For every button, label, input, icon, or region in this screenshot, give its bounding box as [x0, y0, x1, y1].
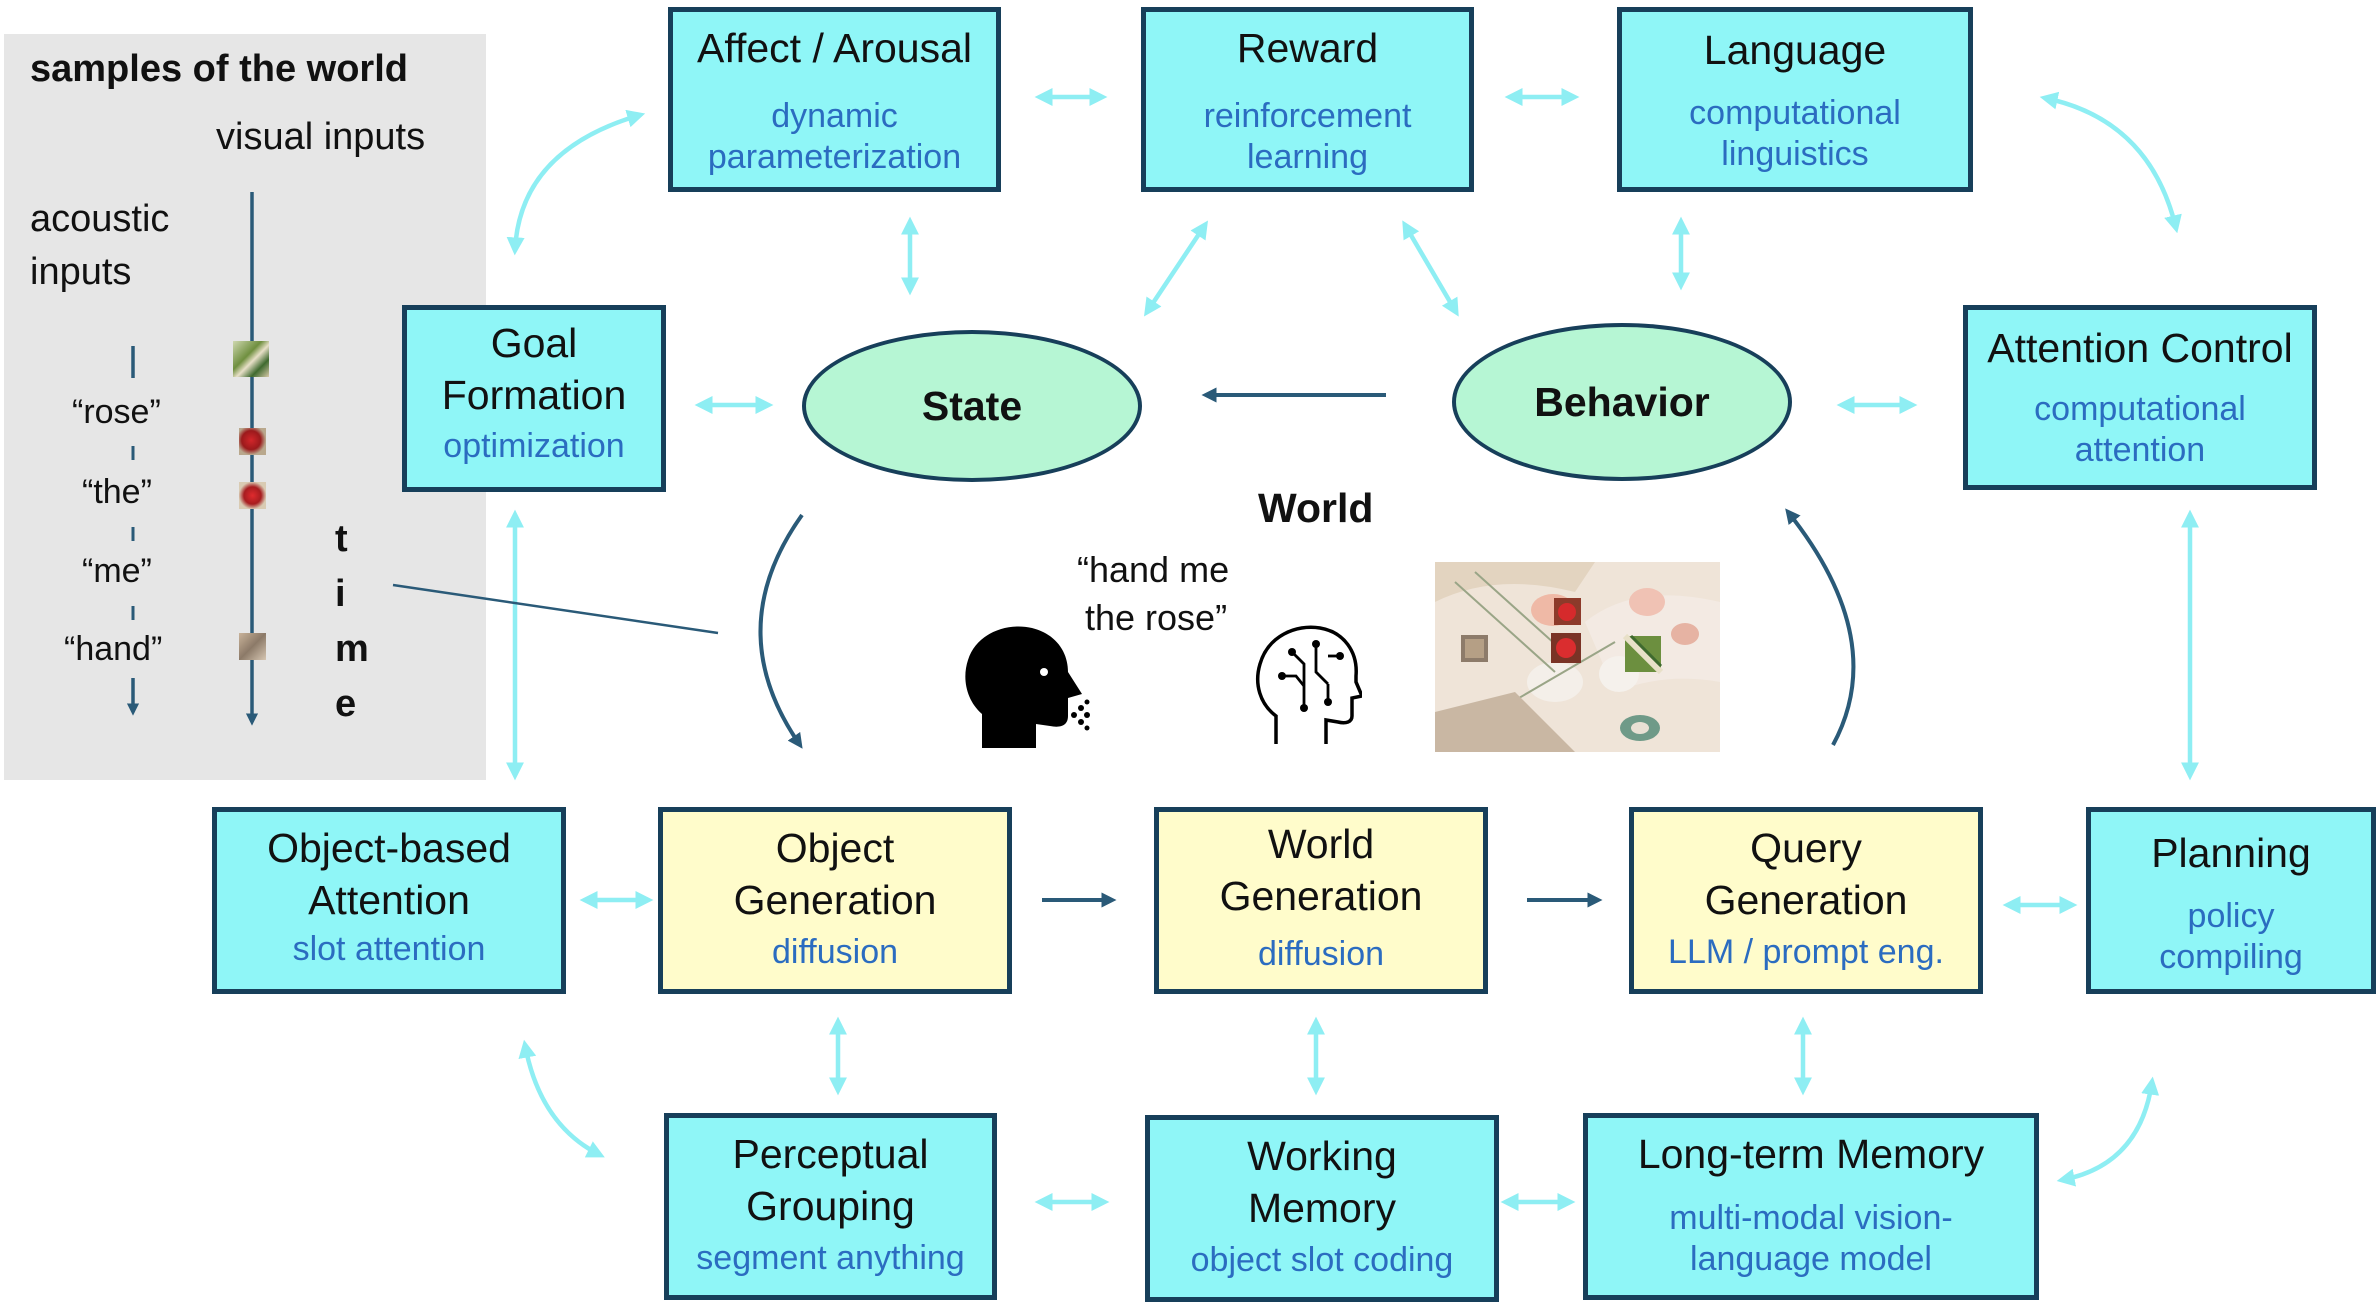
link-goal-affect [506, 109, 646, 256]
object-generation-box[interactable]: Object Generation diffusion [658, 807, 1012, 994]
query-generation-title-1: Query [1750, 825, 1862, 871]
affect-arousal-title: Affect / Arousal [696, 25, 972, 71]
perceptual-grouping-box[interactable]: Perceptual Grouping segment anything [664, 1113, 997, 1300]
link-longterm-planning [2056, 1076, 2160, 1187]
link-reward-state [1144, 220, 1208, 317]
reward-box[interactable]: Reward reinforcement learning [1141, 7, 1474, 192]
thumbnail-rose-2 [239, 482, 266, 509]
world-generation-sub: diffusion [1257, 935, 1385, 973]
working-memory-title-2: Memory [1247, 1185, 1397, 1231]
goal-formation-title-2: Formation [441, 372, 627, 418]
state-label: State [921, 382, 1023, 429]
attention-control-title: Attention Control [1987, 325, 2293, 371]
planning-sub-2: compiling [2159, 938, 2303, 976]
long-term-memory-sub-1: multi-modal vision- [1669, 1199, 1953, 1237]
attention-control-box[interactable]: Attention Control computational attentio… [1963, 305, 2317, 490]
link-reward-behavior [1402, 220, 1459, 317]
working-memory-title-1: Working [1247, 1133, 1397, 1179]
word-me: “me” [82, 552, 152, 590]
reward-title: Reward [1236, 25, 1379, 71]
query-generation-sub: LLM / prompt eng. [1668, 933, 1944, 971]
object-generation-sub: diffusion [771, 933, 899, 971]
thumbnail-hand [239, 633, 266, 660]
link-language-attention [2039, 91, 2182, 234]
thumbnail-rose-1 [239, 428, 266, 455]
goal-formation-title-1: Goal [490, 320, 578, 366]
time-letter-m: m [335, 628, 369, 670]
object-generation-title-1: Object [775, 825, 895, 871]
planning-sub-1: policy [2187, 897, 2275, 935]
object-based-attention-title-2: Attention [308, 877, 470, 923]
time-letter-i: i [335, 573, 346, 615]
planning-title: Planning [2151, 830, 2311, 876]
ai-brain-head-icon [1255, 625, 1362, 744]
goal-formation-box[interactable]: Goal Formation optimization [402, 305, 666, 492]
world-label: World [1258, 485, 1374, 531]
reward-sub-1: reinforcement [1203, 97, 1412, 135]
goal-formation-sub: optimization [443, 427, 625, 465]
speaking-head-icon [965, 626, 1090, 748]
query-generation-title-2: Generation [1704, 877, 1908, 923]
attention-control-sub-2: attention [2074, 431, 2206, 469]
language-sub-1: computational [1689, 94, 1901, 132]
object-based-attention-box[interactable]: Object-based Attention slot attention [212, 807, 566, 994]
world-generation-title-1: World [1267, 821, 1375, 867]
long-term-memory-box[interactable]: Long-term Memory multi-modal vision- lan… [1583, 1113, 2039, 1300]
panel-connector-line [392, 583, 719, 635]
perceptual-grouping-sub: segment anything [696, 1239, 965, 1277]
behavior-ellipse[interactable]: Behavior [1452, 323, 1792, 481]
visual-inputs-label: visual inputs [216, 116, 426, 158]
object-based-attention-sub: slot attention [292, 930, 486, 968]
language-box[interactable]: Language computational linguistics [1617, 7, 1973, 192]
acoustic-inputs-label-1: acoustic [30, 198, 170, 240]
time-letter-t: t [335, 518, 348, 560]
rose-scene-image [1435, 562, 1720, 752]
arrow-state-to-objgen [758, 513, 804, 749]
planning-box[interactable]: Planning policy compiling [2086, 807, 2376, 994]
link-objattention-perceptual [518, 1039, 605, 1158]
world-generation-box[interactable]: World Generation diffusion [1154, 807, 1488, 994]
world-generation-title-2: Generation [1219, 873, 1423, 919]
working-memory-sub: object slot coding [1190, 1241, 1454, 1279]
language-sub-2: linguistics [1721, 135, 1869, 173]
word-the: “the” [82, 473, 152, 511]
long-term-memory-sub-2: language model [1690, 1240, 1932, 1278]
perceptual-grouping-title-2: Grouping [746, 1183, 915, 1229]
time-letter-e: e [335, 683, 357, 725]
reward-sub-2: learning [1247, 138, 1368, 176]
object-based-attention-title-1: Object-based [267, 825, 511, 871]
quote-line-1: “hand me [1077, 549, 1230, 590]
panel-title: samples of the world [30, 48, 408, 90]
affect-arousal-box[interactable]: Affect / Arousal dynamic parameterizatio… [668, 7, 1001, 192]
state-ellipse[interactable]: State [802, 330, 1142, 482]
query-generation-box[interactable]: Query Generation LLM / prompt eng. [1629, 807, 1983, 994]
word-rose: “rose” [72, 393, 161, 431]
object-generation-title-2: Generation [733, 877, 937, 923]
long-term-memory-title: Long-term Memory [1637, 1131, 1985, 1177]
attention-control-sub-1: computational [2034, 390, 2246, 428]
word-hand: “hand” [64, 630, 163, 668]
perceptual-grouping-title-1: Perceptual [732, 1131, 929, 1177]
working-memory-box[interactable]: Working Memory object slot coding [1145, 1115, 1499, 1302]
arrow-querygen-to-behavior [1785, 508, 1856, 746]
language-title: Language [1703, 27, 1887, 73]
affect-arousal-sub-1: dynamic [771, 97, 898, 135]
quote-line-2: the rose” [1085, 597, 1228, 638]
behavior-label: Behavior [1534, 378, 1710, 425]
acoustic-inputs-label-2: inputs [30, 251, 132, 293]
affect-arousal-sub-2: parameterization [707, 138, 962, 176]
thumbnail-leaf-1 [233, 341, 269, 377]
